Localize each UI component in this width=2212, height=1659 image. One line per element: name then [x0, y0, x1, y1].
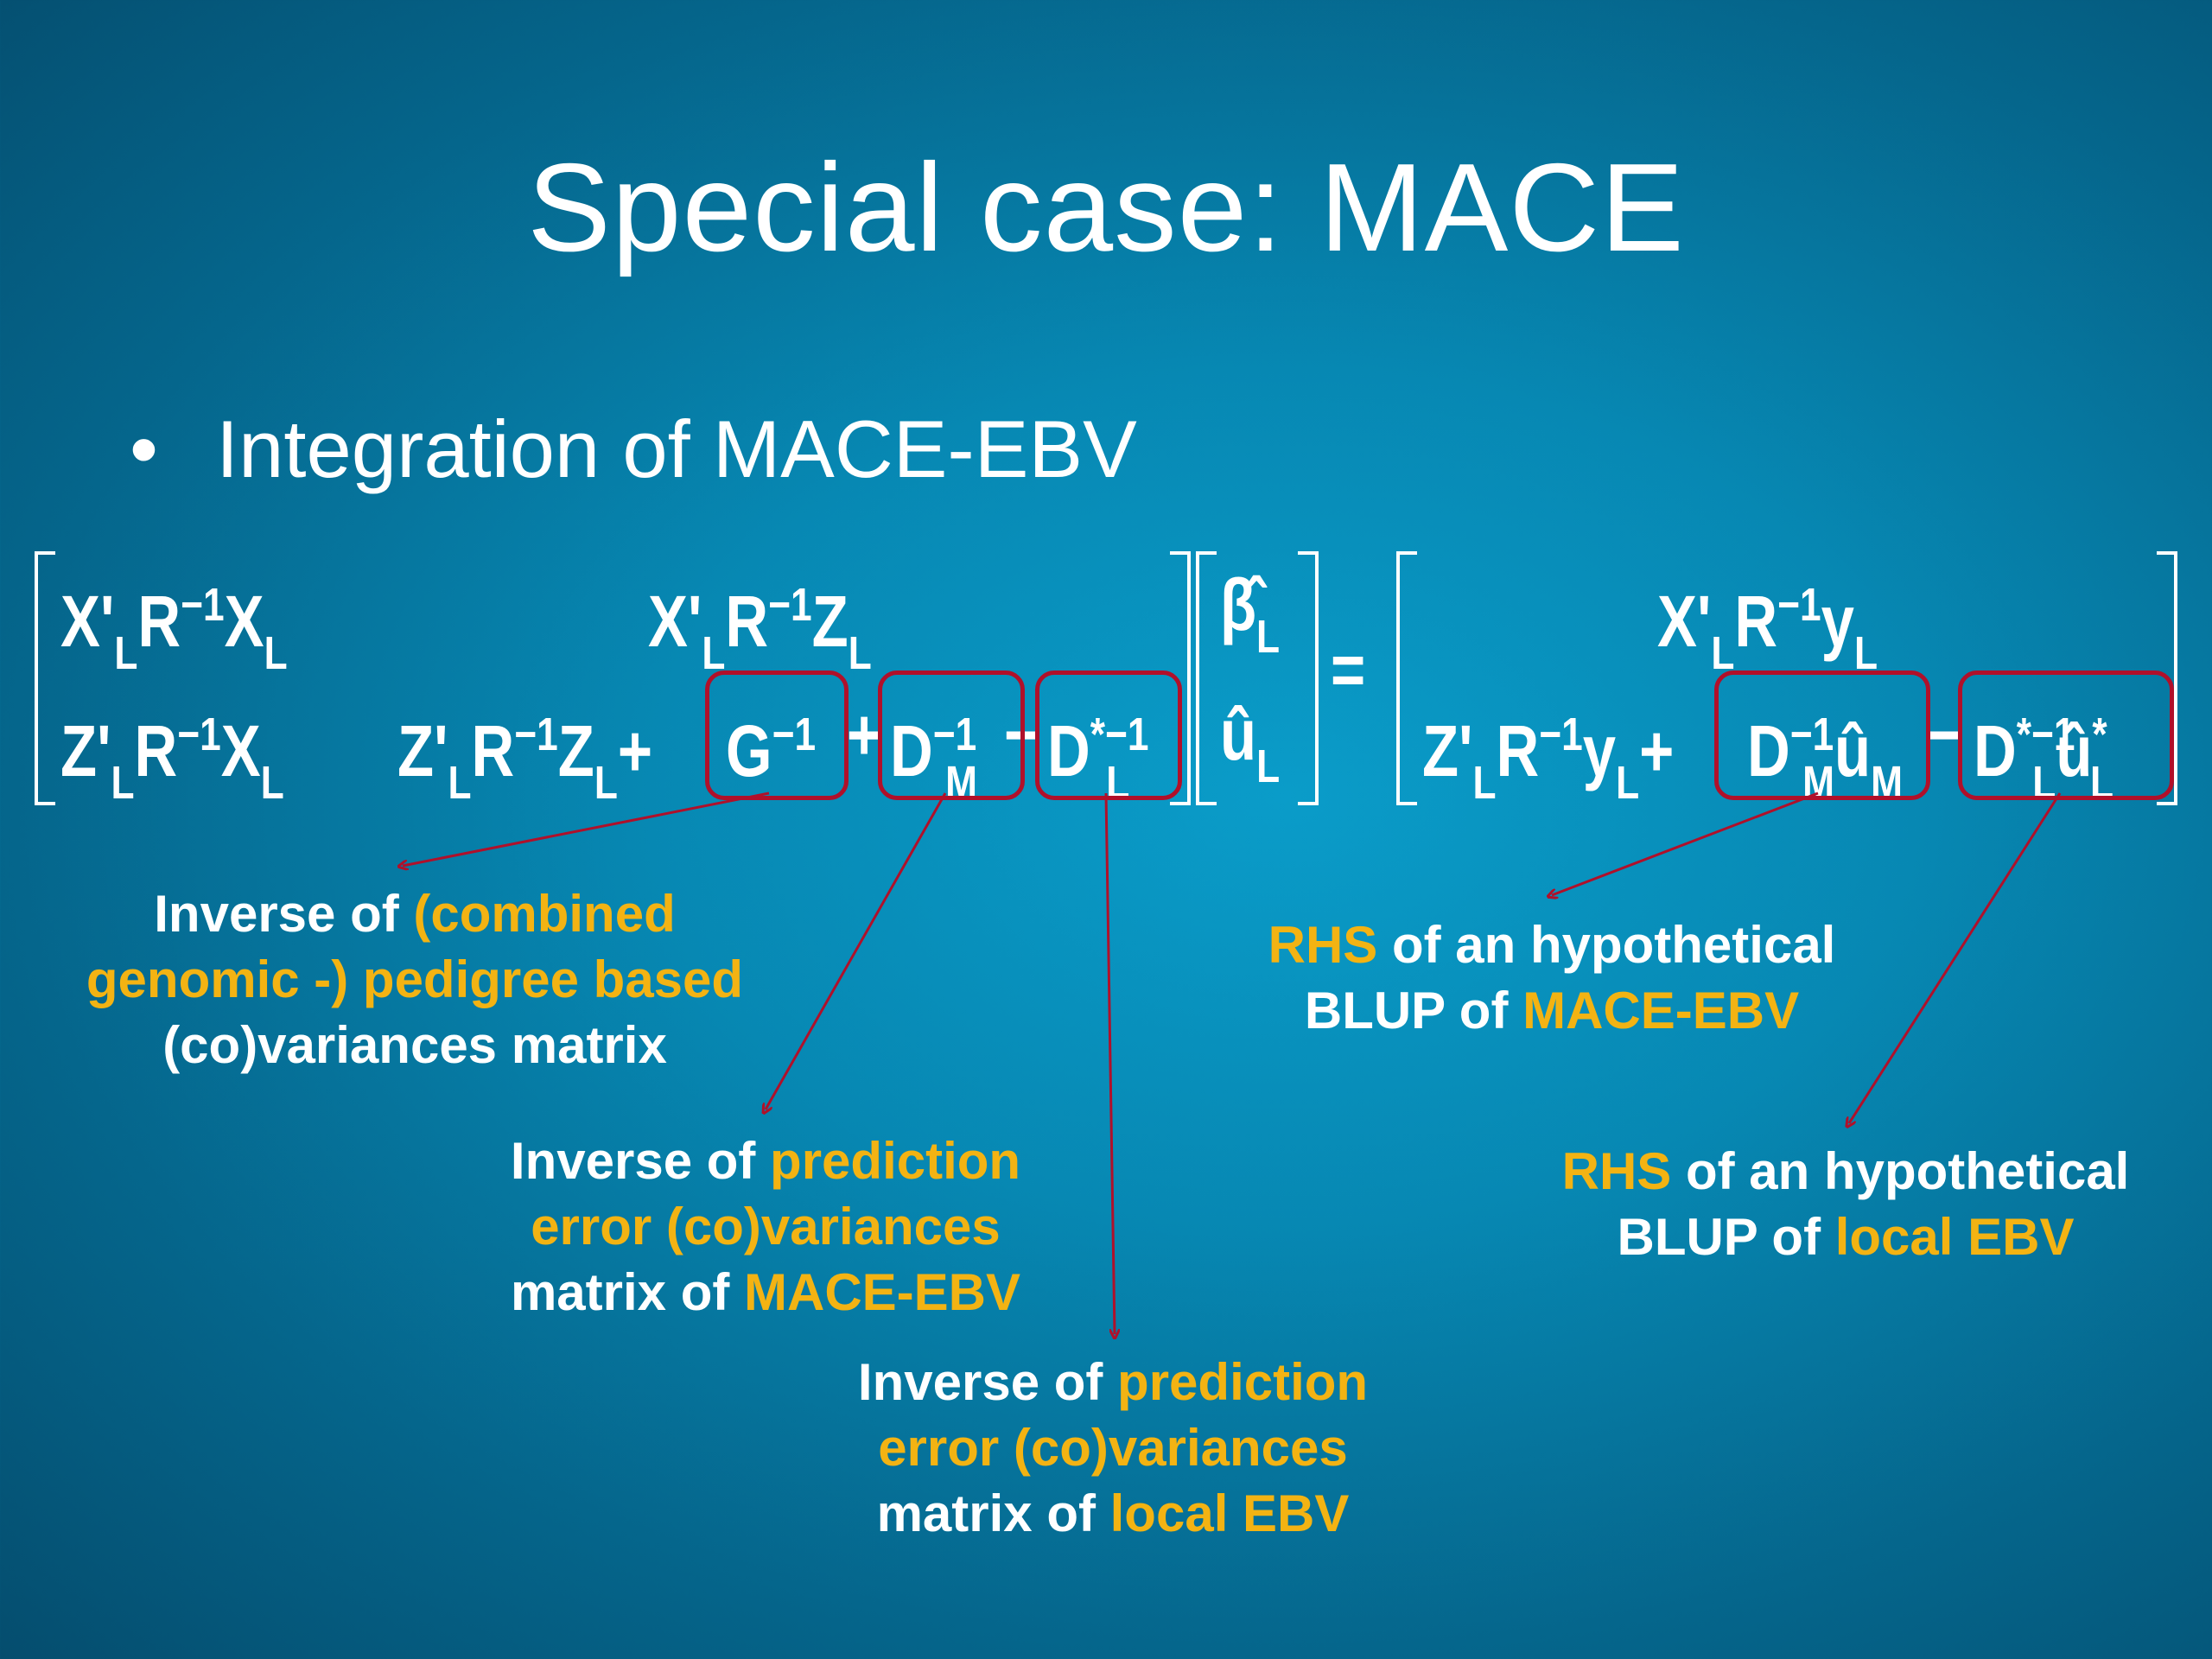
rhs-mace-note: RHS of an hypothetical BLUP of MACE-EBV [1268, 916, 1836, 1039]
rhs-row2: Z'LR−1yL+ [1422, 709, 1675, 809]
rhs-dm-highlight-box [1714, 671, 1930, 800]
rhs-dl-highlight-box [1958, 671, 2174, 800]
minus-sign-rhs: − [1927, 694, 1962, 775]
plus-sign: + [847, 694, 882, 775]
lhs-matrix-left-bracket [35, 551, 55, 805]
rhs-dl-term: D*−1Lû*L [1974, 709, 2114, 809]
bullet-dot-icon: • [130, 404, 158, 494]
vector-left-bracket [1196, 551, 1217, 805]
dl-inverse-term: D*−1L [1047, 709, 1149, 809]
lhs-matrix-right-bracket [1170, 551, 1191, 805]
g-inverse-arrow [403, 791, 770, 866]
rhs-local-note: RHS of an hypothetical BLUP of local EBV [1561, 1142, 2130, 1266]
vector-right-bracket [1298, 551, 1319, 805]
dm-inverse-highlight-box [878, 671, 1025, 800]
rhs-right-bracket [2157, 551, 2177, 805]
dl-inverse-note: Inverse of prediction error (co)variance… [857, 1353, 1369, 1542]
lhs-row2-col1: Z'LR−1XL [60, 709, 284, 809]
lhs-row2-col2: Z'LR−1ZL+ [397, 709, 653, 809]
dl-inverse-arrow [1104, 792, 1115, 1334]
rhs-mace-arrow [1552, 791, 1819, 895]
dm-inverse-term: D−1M [890, 709, 978, 809]
rhs-local-arrow [1849, 792, 2062, 1123]
rhs-dm-term: D−1MûM [1747, 709, 1904, 809]
equals-sign: = [1331, 629, 1366, 710]
bullet-item: • Integration of MACE-EBV [130, 402, 1137, 497]
g-inverse-note: Inverse of (combined genomic -) pedigree… [86, 885, 744, 1074]
beta-hat-L: β̂L [1220, 564, 1281, 663]
u-hat-L: ûL [1220, 694, 1281, 792]
rhs-left-bracket [1396, 551, 1417, 805]
g-inverse-highlight-box [705, 671, 849, 800]
bullet-text: Integration of MACE-EBV [216, 404, 1137, 494]
dl-inverse-highlight-box [1035, 671, 1182, 800]
dm-inverse-note: Inverse of prediction error (co)variance… [510, 1132, 1021, 1321]
g-inverse-term: G−1 [726, 709, 817, 791]
dm-inverse-arrow [766, 792, 947, 1109]
slide-title: Special case: MACE [527, 137, 1685, 277]
lhs-row1-col1: X'LR−1XL [60, 579, 288, 679]
